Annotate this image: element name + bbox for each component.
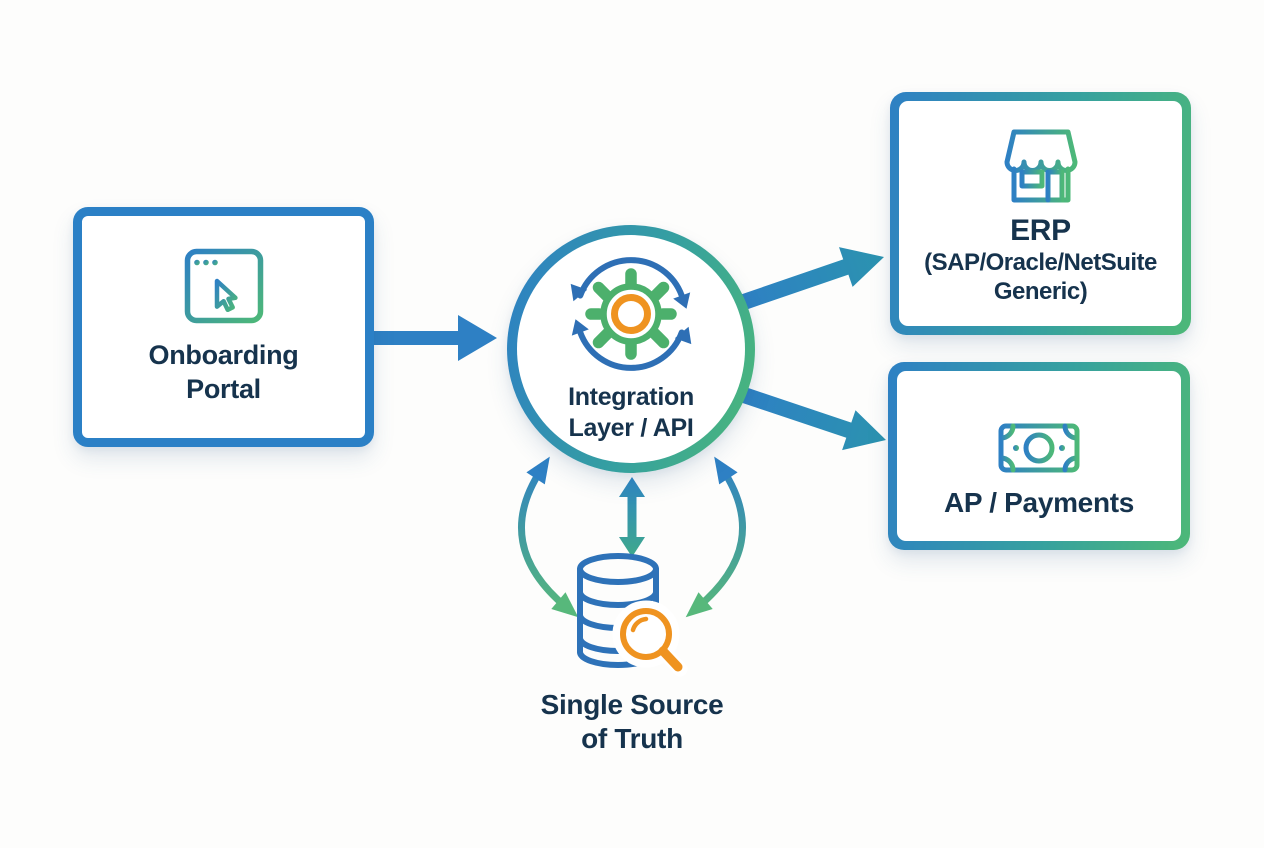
integration-layer-label-line1: Integration xyxy=(568,383,694,411)
onboarding-portal-label-line1: Onboarding xyxy=(148,340,299,370)
database-magnifier-icon xyxy=(570,548,702,686)
single-source-of-truth-label: Single Source of Truth xyxy=(482,688,782,756)
sync-gear-icon xyxy=(565,254,697,378)
node-integration-layer: Integration Layer / API xyxy=(507,225,755,473)
node-ap-payments: AP / Payments xyxy=(888,362,1190,550)
sst-label-line1: Single Source xyxy=(540,689,724,720)
banknote-icon xyxy=(991,393,1087,477)
node-onboarding-portal: Onboarding Portal xyxy=(73,207,374,447)
onboarding-portal-label-line2: Portal xyxy=(186,374,261,404)
integration-layer-label-line2: Layer / API xyxy=(568,414,694,442)
ap-payments-label: AP / Payments xyxy=(943,487,1135,518)
browser-cursor-icon xyxy=(184,248,264,324)
arrow-integration-to-ap xyxy=(738,386,886,451)
arrow-integration-sst-vertical xyxy=(619,477,645,557)
storefront-icon xyxy=(995,122,1087,208)
erp-subtitle-line1: (SAP/Oracle/NetSuite xyxy=(924,248,1157,276)
arrow-integration-to-erp xyxy=(738,247,884,311)
node-erp: ERP (SAP/Oracle/NetSuite Generic) xyxy=(890,92,1191,335)
erp-title: ERP xyxy=(1010,213,1071,247)
arrow-onboarding-to-integration xyxy=(371,315,497,361)
erp-subtitle-line2: Generic) xyxy=(993,277,1088,305)
sst-label-line2: of Truth xyxy=(581,723,683,754)
